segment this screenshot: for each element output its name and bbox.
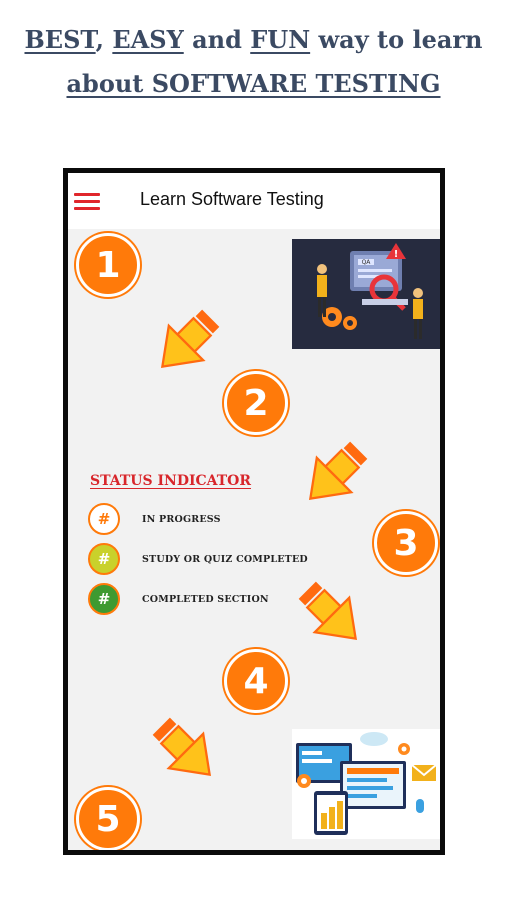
status-badge-symbol: #: [97, 510, 111, 528]
status-badge-symbol: #: [97, 590, 111, 608]
arrow-down-left-icon: [298, 581, 358, 641]
step-1-button[interactable]: 1: [76, 233, 140, 297]
status-label-in-progress: IN PROGRESS: [142, 513, 221, 525]
status-badge-completed-section: #: [88, 583, 120, 615]
arrow-down-left-icon: [152, 717, 212, 777]
devices-illustration: [292, 729, 440, 839]
status-badge-study-quiz-completed: #: [88, 543, 120, 575]
promo-headline: BEST, EASY and FUN way to learn about SO…: [0, 18, 507, 106]
qa-testing-illustration: QA !: [292, 239, 440, 349]
status-label-completed-section: COMPLETED SECTION: [142, 593, 269, 605]
app-bar: Learn Software Testing: [68, 173, 440, 229]
svg-text:!: !: [394, 249, 399, 260]
headline-word-easy: EASY: [112, 25, 184, 54]
headline-sep-2: and: [183, 25, 251, 54]
svg-text:QA: QA: [362, 259, 372, 266]
headline-sep-1: ,: [95, 25, 113, 54]
step-4-button[interactable]: 4: [224, 649, 288, 713]
arrow-down-right-icon: [308, 441, 368, 501]
status-badge-in-progress: #: [88, 503, 120, 535]
headline-rest: way to learn: [310, 25, 483, 54]
arrow-down-right-icon: [160, 309, 220, 369]
headline-word-fun: FUN: [250, 25, 311, 54]
hamburger-menu-icon[interactable]: [74, 193, 102, 213]
step-3-button[interactable]: 3: [374, 511, 438, 575]
headline-word-best: BEST: [24, 25, 96, 54]
status-indicator-title: STATUS INDICATOR: [90, 473, 251, 489]
headline-line-1: BEST, EASY and FUN way to learn: [0, 18, 507, 62]
headline-line-2: about SOFTWARE TESTING: [66, 69, 441, 98]
status-badge-symbol: #: [97, 550, 111, 568]
status-row-completed-section: # COMPLETED SECTION: [88, 583, 269, 615]
status-label-study-quiz-completed: STUDY OR QUIZ COMPLETED: [142, 553, 308, 565]
step-2-button[interactable]: 2: [224, 371, 288, 435]
phone-frame: Learn Software Testing QA !: [63, 168, 445, 855]
status-row-in-progress: # IN PROGRESS: [88, 503, 221, 535]
app-title: Learn Software Testing: [140, 189, 324, 209]
status-row-study-quiz-completed: # STUDY OR QUIZ COMPLETED: [88, 543, 308, 575]
step-5-button[interactable]: 5: [76, 787, 140, 850]
